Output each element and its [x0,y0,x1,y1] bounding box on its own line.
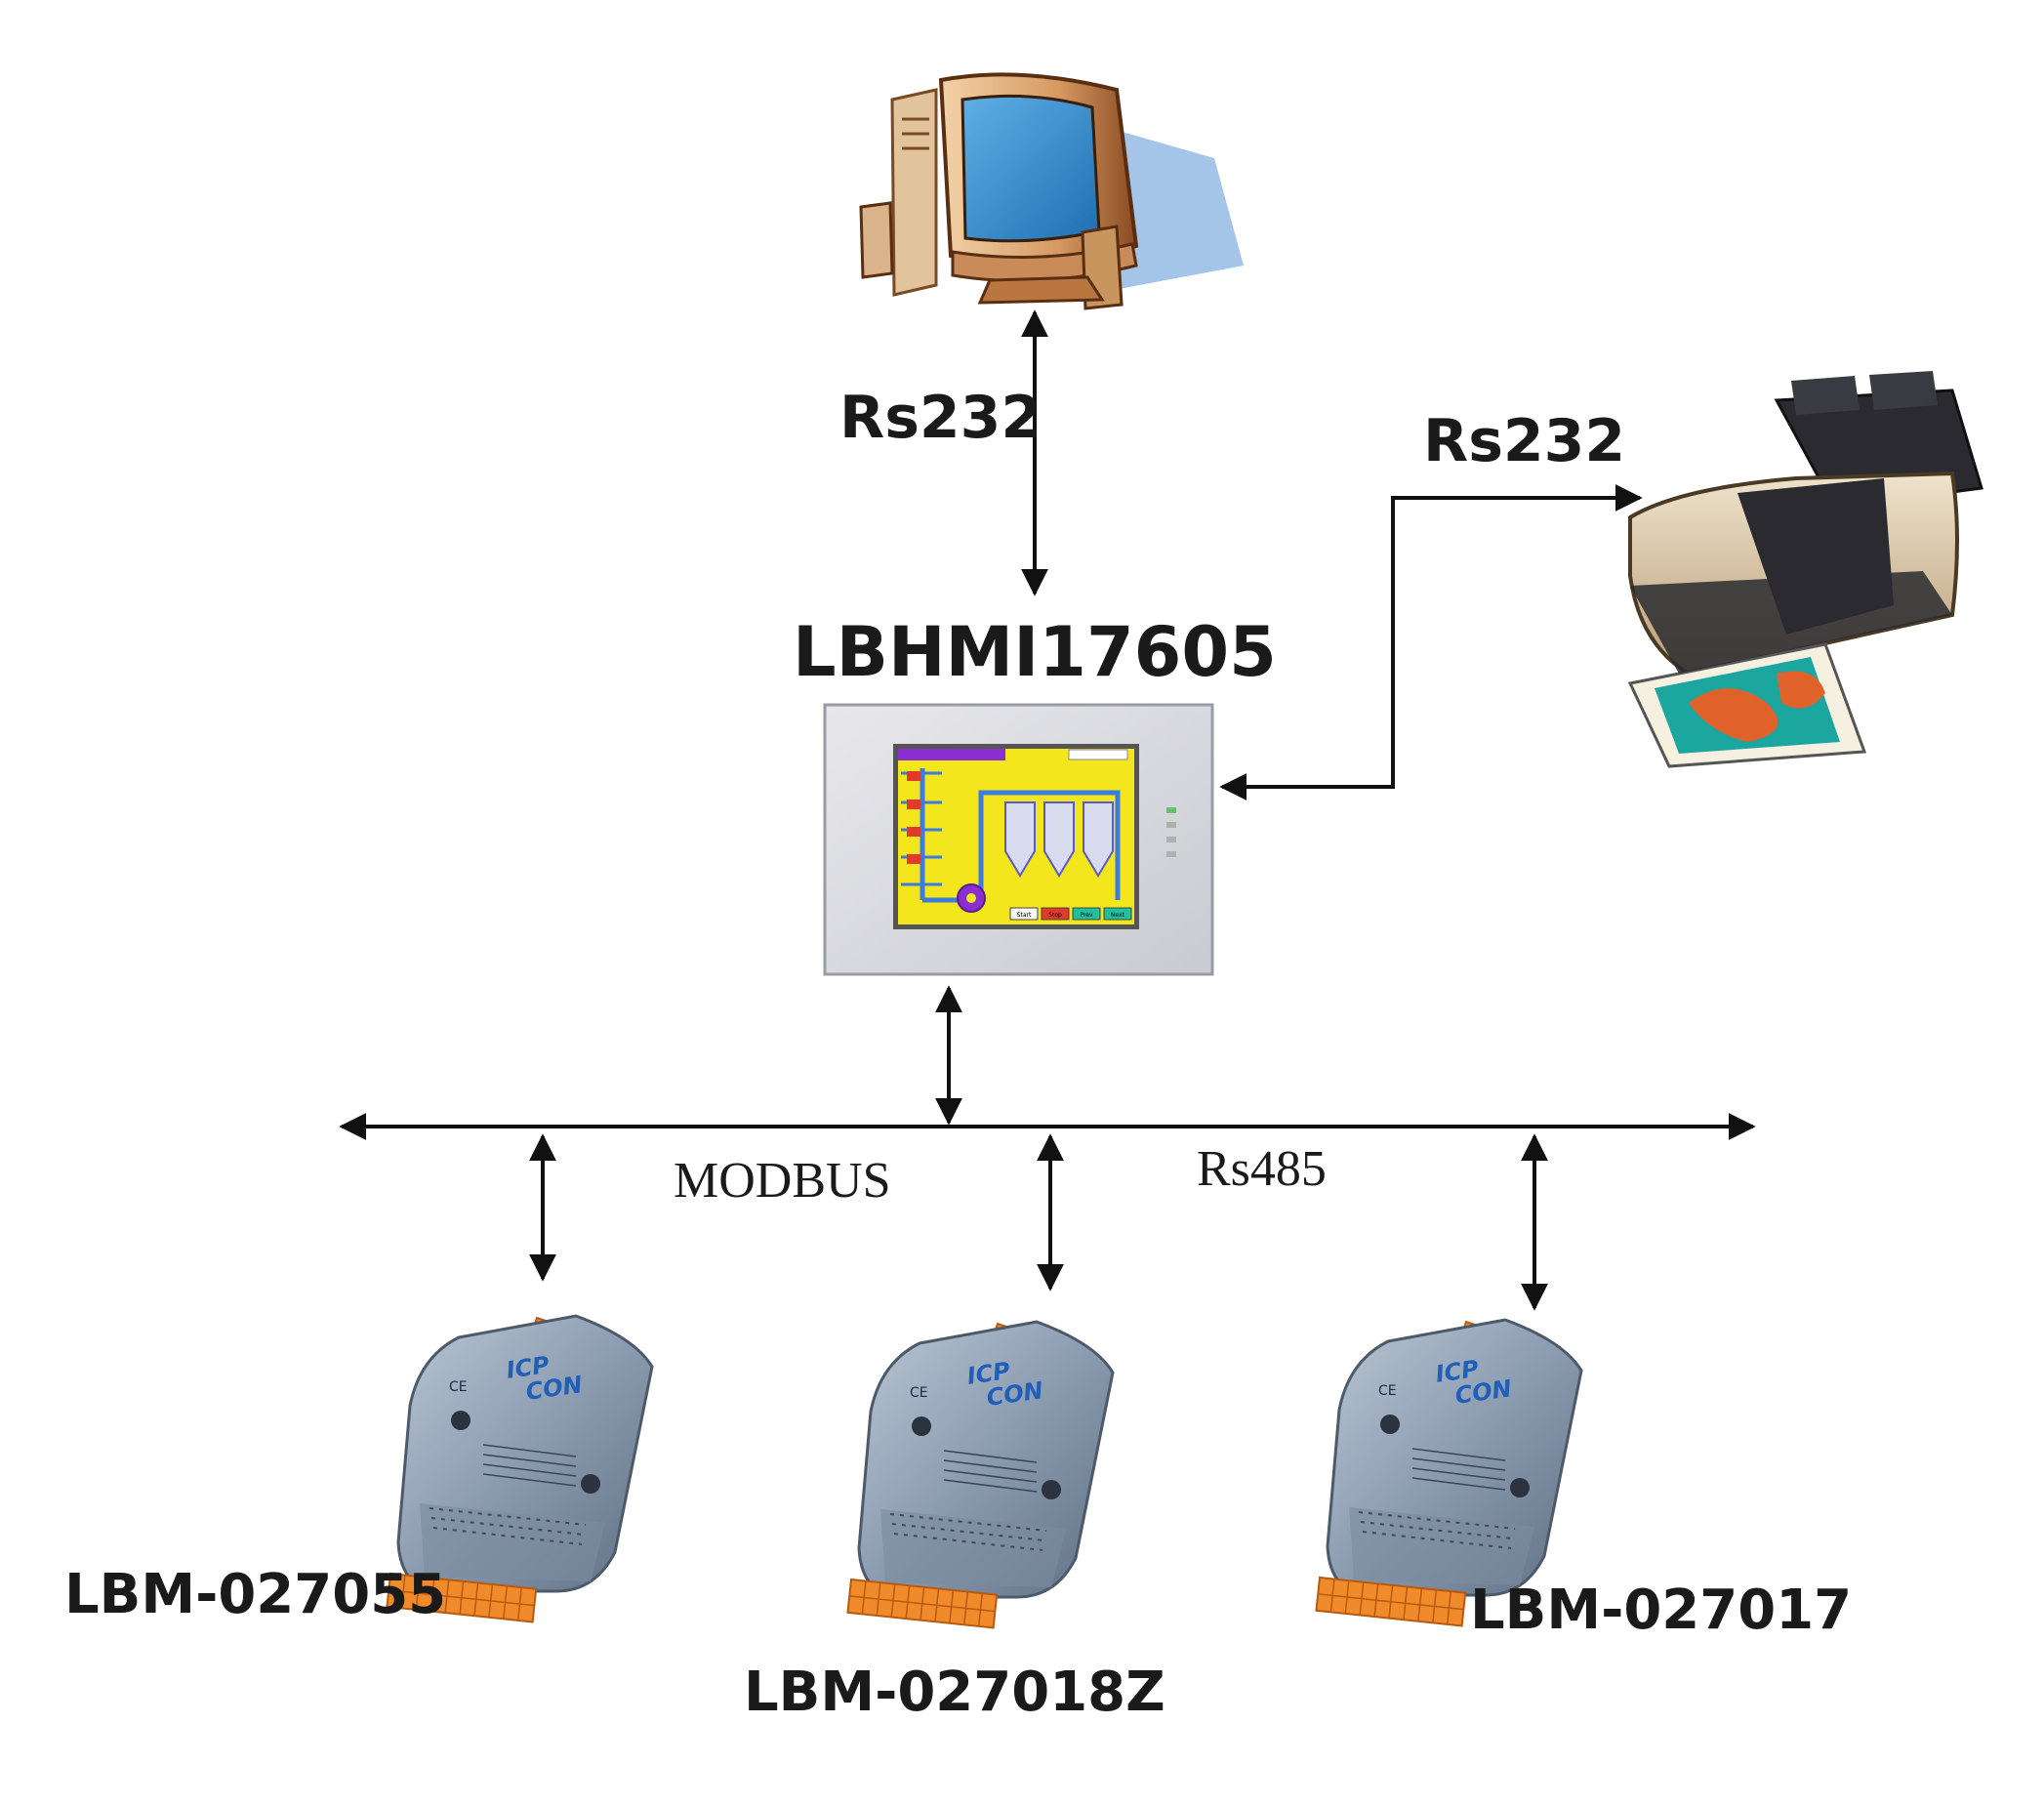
hmi-button-start-label: Start [1017,912,1032,919]
printer-link-label: Rs232 [1423,407,1625,475]
io-module-2 [845,1320,1115,1629]
bus-type-label: Rs485 [1197,1141,1327,1197]
bus-protocol-label: MODBUS [674,1153,891,1209]
module-3-label: LBM-027017 [1470,1579,1852,1642]
hmi-button-next [1103,907,1132,921]
hmi-led-icon [1166,822,1176,828]
hmi-button-stop-label: Stop [1048,912,1062,919]
hmi-button-prev-label: Prev [1080,912,1093,919]
hmi-led-icon [1166,837,1176,842]
hmi-button-next-label: Next [1111,912,1125,919]
module-2-label: LBM-027018Z [744,1661,1165,1724]
hmi-led-icon [1166,807,1176,813]
hmi-button-stop [1041,907,1070,921]
computer-icon [859,72,1244,310]
hmi-screen: Start Stop Prev Next [898,749,1134,924]
hmi-button-prev [1072,907,1101,921]
hmi-printer-link [1219,484,1643,800]
hmi-panel: Start Stop Prev Next [823,703,1214,976]
module-1-label: LBM-027055 [64,1563,446,1626]
hmi-led-icon [1166,851,1176,857]
printer-icon [1627,371,1983,768]
pc-link-label: Rs232 [839,384,1042,452]
hmi-button-start [1009,907,1039,921]
hmi-label: LBHMI17605 [793,612,1277,692]
